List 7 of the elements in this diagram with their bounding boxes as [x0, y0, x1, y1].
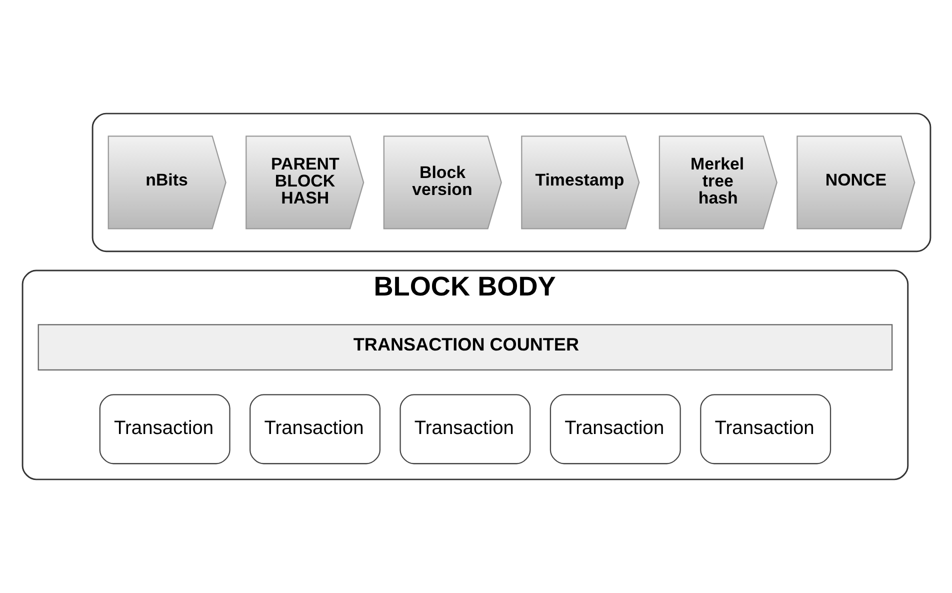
node-box: Transaction: [399, 394, 530, 464]
node-box: Transaction: [549, 394, 680, 464]
node-box: Transaction: [98, 394, 230, 464]
cluster: [91, 112, 931, 252]
node-box: Transaction: [249, 394, 380, 464]
node-box: Transaction: [700, 394, 831, 464]
node-box: TRANSACTION COUNTER: [37, 324, 892, 370]
